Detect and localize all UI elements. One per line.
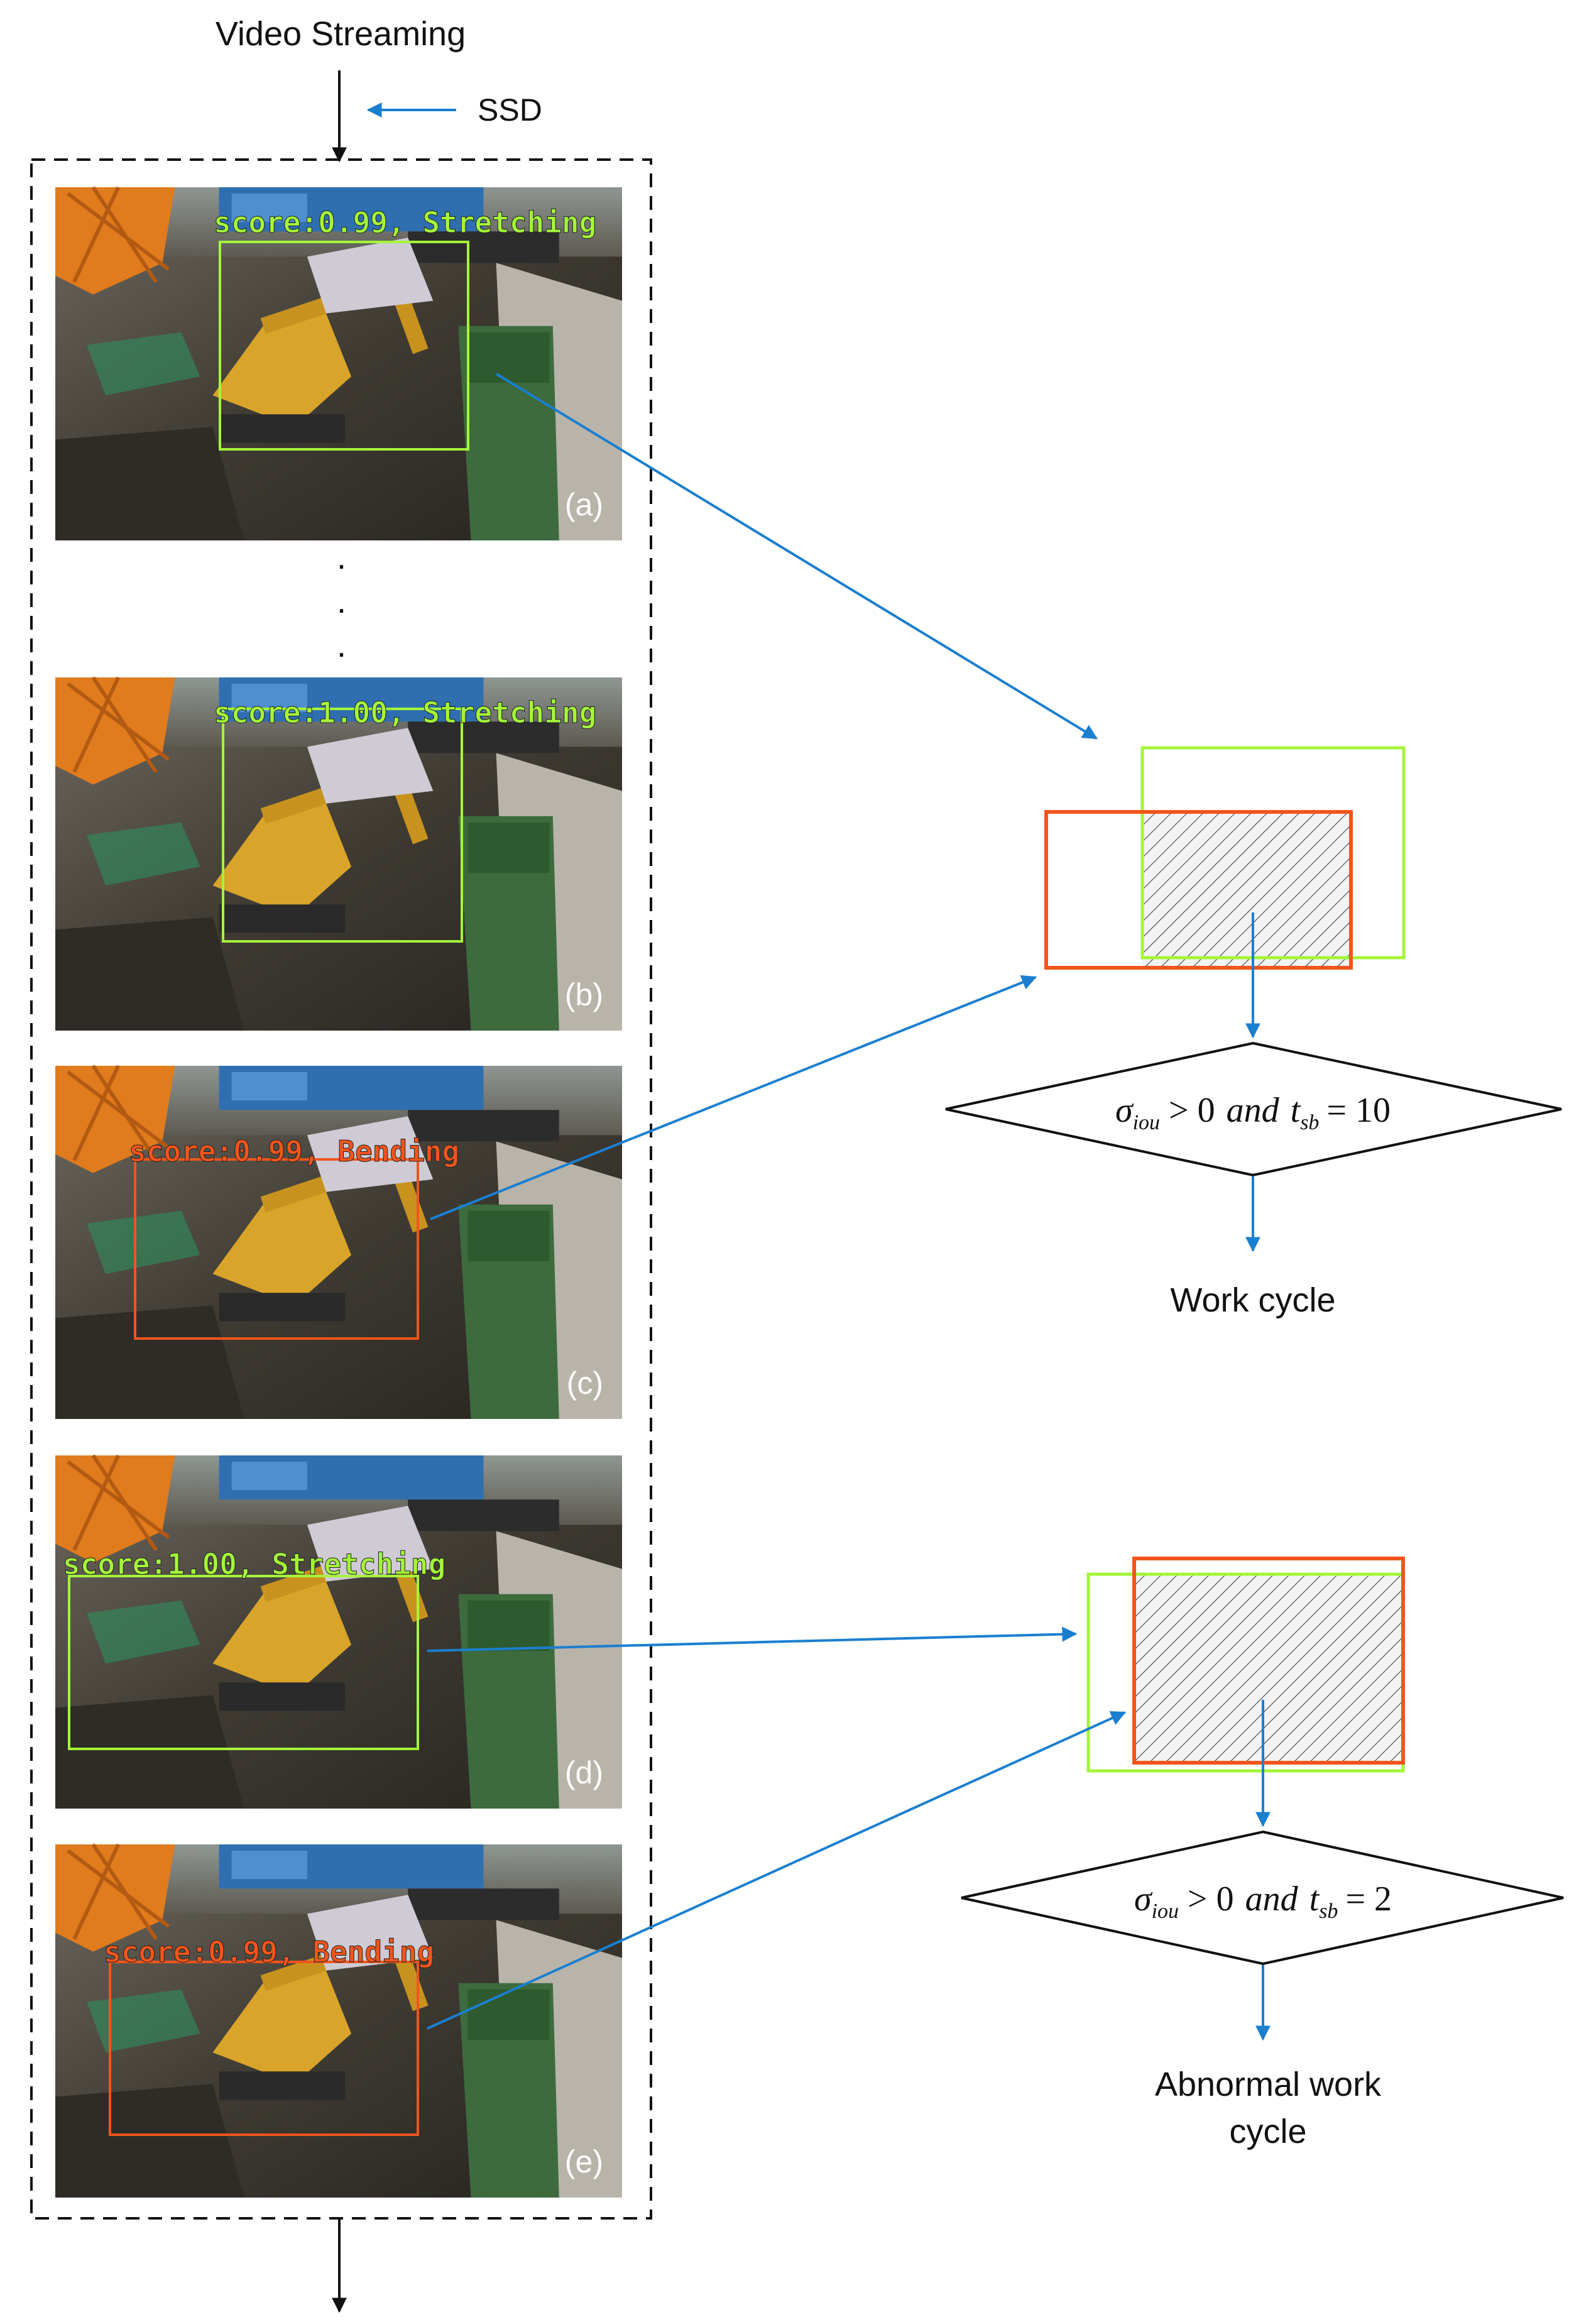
frame-label-d: (d) <box>565 1755 603 1790</box>
connector-frame-c <box>430 975 1037 1220</box>
result-work-cycle: Work cycle <box>1170 1281 1335 1319</box>
decision-diamond-abnormal <box>961 1830 1564 1966</box>
detection-label-c: score:0.99, Bending <box>129 1134 459 1168</box>
connector-frame-a <box>495 373 1098 740</box>
t-subscript-abnormal: sb <box>1319 1900 1338 1923</box>
frame-photo-d <box>55 1455 622 1809</box>
gt-zero-normal: > 0 <box>1169 1091 1215 1130</box>
equals-normal: = 10 <box>1326 1091 1391 1130</box>
frames-layer: score:0.99, Stretching (a) score:1.00, Str… <box>55 187 622 2198</box>
frame-label-e: (e) <box>565 2144 603 2179</box>
bending-box-normal <box>1044 810 1353 970</box>
result-abnormal-line-1: Abnormal work <box>1155 2066 1382 2103</box>
ellipsis-dot-2: . <box>337 583 346 620</box>
frame-b: score:1.00, Stretching (b) <box>55 677 622 1031</box>
iou-overlap-normal <box>1044 746 1406 970</box>
bending-box-abnormal <box>1132 1557 1405 1765</box>
detection-box-d <box>68 1575 419 1750</box>
connector-frame-e <box>427 1711 1127 2030</box>
overlap-region-normal <box>1142 812 1351 968</box>
result-abnormal-line-2: cycle <box>1229 2113 1306 2150</box>
t-subscript-normal: sb <box>1300 1111 1319 1134</box>
detection-label-a: score:0.99, Stretching <box>214 205 596 239</box>
input-title: Video Streaming <box>216 15 466 53</box>
detection-box-e <box>109 1961 419 2136</box>
connector-arrows <box>427 373 1127 2030</box>
ellipsis-dot-1: . <box>337 539 346 576</box>
and-normal: and <box>1227 1091 1280 1130</box>
and-abnormal: and <box>1245 1880 1299 1919</box>
frame-c: score:0.99, Bending (c) <box>55 1066 622 1419</box>
detector-label: SSD <box>478 92 542 128</box>
frame-photo-e <box>55 1844 622 2198</box>
frame-label-b: (b) <box>565 977 603 1012</box>
sigma-subscript-abnormal: iou <box>1152 1900 1179 1923</box>
t-symbol-normal: t <box>1291 1091 1301 1130</box>
connector-frame-d <box>427 1626 1078 1652</box>
detection-label-d: score:1.00, Stretching <box>63 1547 445 1581</box>
frame-a: score:0.99, Stretching (a) <box>55 187 622 540</box>
frame-sequence-container <box>30 158 652 2220</box>
detection-box-a <box>219 241 469 451</box>
sigma-symbol-normal: σ <box>1115 1091 1134 1130</box>
frame-label-c: (c) <box>567 1366 603 1401</box>
frame-d: score:1.00, Stretching (d) <box>55 1455 622 1809</box>
sigma-subscript-normal: iou <box>1133 1111 1160 1134</box>
gt-zero-abnormal: > 0 <box>1188 1880 1234 1919</box>
detection-box-b <box>222 708 463 943</box>
frame-photo-a <box>55 187 622 540</box>
sigma-symbol-abnormal: σ <box>1134 1880 1153 1919</box>
detection-label-b: score:1.00, Stretching <box>214 696 596 730</box>
equals-abnormal: = 2 <box>1345 1880 1392 1919</box>
ellipsis-dot-3: . <box>337 627 346 664</box>
t-symbol-abnormal: t <box>1309 1880 1320 1919</box>
frame-label-a: (a) <box>565 487 603 522</box>
overlap-region-abnormal <box>1134 1574 1403 1763</box>
iou-overlap-abnormal <box>1086 1557 1405 1773</box>
frame-photo-b <box>55 677 622 1031</box>
decision-diamond-normal <box>945 1041 1562 1177</box>
frame-e: score:0.99, Bending (e) <box>55 1844 622 2198</box>
detection-label-e: score:0.99, Bending <box>104 1935 434 1969</box>
detection-box-c <box>134 1158 419 1340</box>
frame-photo-c <box>55 1066 622 1419</box>
stretching-box-normal <box>1140 746 1406 960</box>
